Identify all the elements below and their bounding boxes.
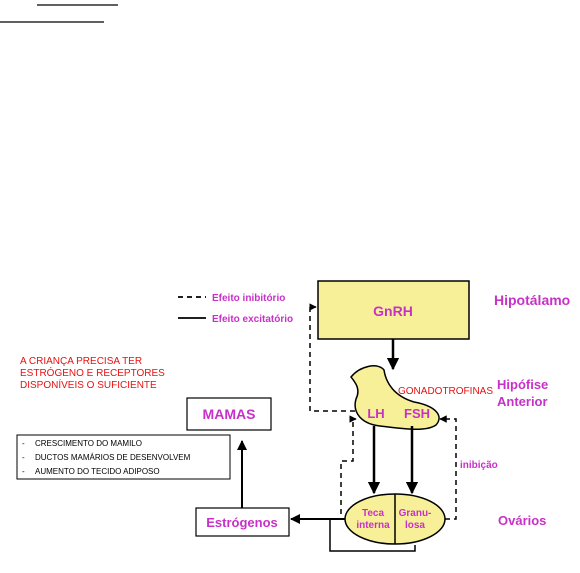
effect-bullet-1: - [22, 439, 25, 448]
feedback-pituitary-to-gnrh [309, 303, 355, 412]
fsh-label: FSH [404, 406, 430, 421]
estrogen-label: Estrógenos [206, 515, 278, 530]
effect-bullet-3: - [22, 467, 25, 476]
level-hipofise-line2: Anterior [497, 394, 548, 409]
level-ovarios: Ovários [498, 513, 546, 528]
ovary-bottom-loop [329, 519, 416, 552]
note-line-1: A CRIANÇA PRECISA TER [20, 356, 142, 367]
gnrh-box [317, 280, 470, 340]
note-line-2: ESTRÓGENO E RECEPTORES [20, 366, 165, 379]
lh-label: LH [367, 406, 384, 421]
note-line-3: DISPONÍVEIS O SUFICIENTE [20, 378, 157, 391]
legend-inhibitory-label: Efeito inibitório [212, 293, 285, 304]
teca-line1: Teca [362, 508, 384, 519]
effect-bullet-2: - [22, 453, 25, 462]
granulosa-line2: losa [405, 520, 425, 531]
mamas-box [186, 397, 272, 431]
granulosa-line1: Granu- [399, 508, 432, 519]
effects-box [16, 434, 231, 480]
legend: Efeito inibitório Efeito excitatório [178, 293, 293, 325]
effect-item-2: DUCTOS MAMÁRIOS DE DESENVOLVEM [35, 453, 191, 462]
legend-excitatory-label: Efeito excitatório [212, 314, 293, 325]
gonadotrofinas-label: GONADOTROFINAS [398, 386, 493, 397]
effect-item-3: AUMENTO DO TECIDO ADIPOSO [35, 467, 160, 476]
mamas-label: MAMAS [203, 406, 256, 422]
inibicao-label: inibição [460, 460, 498, 471]
pituitary-gland-shape [350, 365, 440, 430]
teca-line2: interna [356, 520, 390, 531]
gnrh-label: GnRH [373, 303, 413, 319]
effect-item-1: CRESCIMENTO DO MAMILO [35, 439, 142, 448]
level-hipotalamo: Hipotálamo [494, 292, 570, 308]
level-hipofise-line1: Hipófise [497, 377, 548, 392]
feedback-ovary-to-fsh [439, 415, 457, 520]
